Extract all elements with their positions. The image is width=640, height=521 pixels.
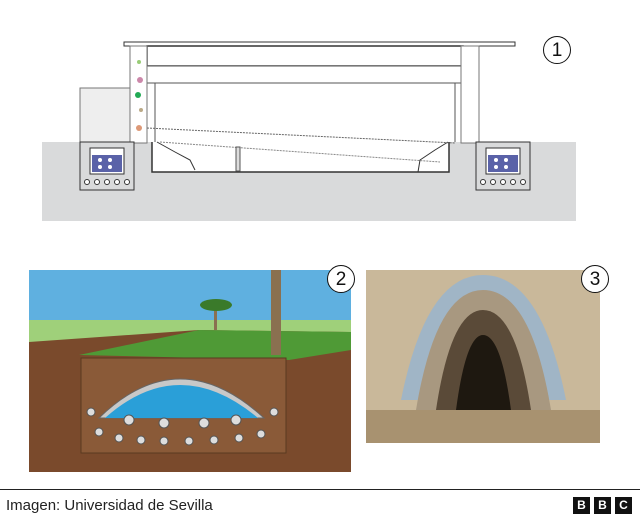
pipes — [86, 407, 279, 446]
underground-tank-illustration — [29, 270, 351, 472]
bbc-logo-letter: C — [615, 497, 632, 514]
tank-left — [79, 141, 135, 191]
panel-number-badge-2: 2 — [327, 265, 355, 293]
tank-right — [475, 141, 531, 191]
building-cross-section-diagram — [42, 41, 576, 221]
panel-number-badge-1: 1 — [543, 36, 571, 64]
tunnel-photo — [366, 270, 600, 443]
bbc-logo-letter: B — [573, 497, 590, 514]
plants — [135, 60, 143, 131]
image-credit-caption: Imagen: Universidad de Sevilla — [6, 497, 213, 514]
annex — [79, 87, 131, 143]
bbc-logo-letter: B — [594, 497, 611, 514]
caption-divider — [0, 489, 640, 490]
palm-trunk — [271, 270, 281, 355]
panel-number-badge-3: 3 — [581, 265, 609, 293]
person-figure — [235, 146, 241, 172]
